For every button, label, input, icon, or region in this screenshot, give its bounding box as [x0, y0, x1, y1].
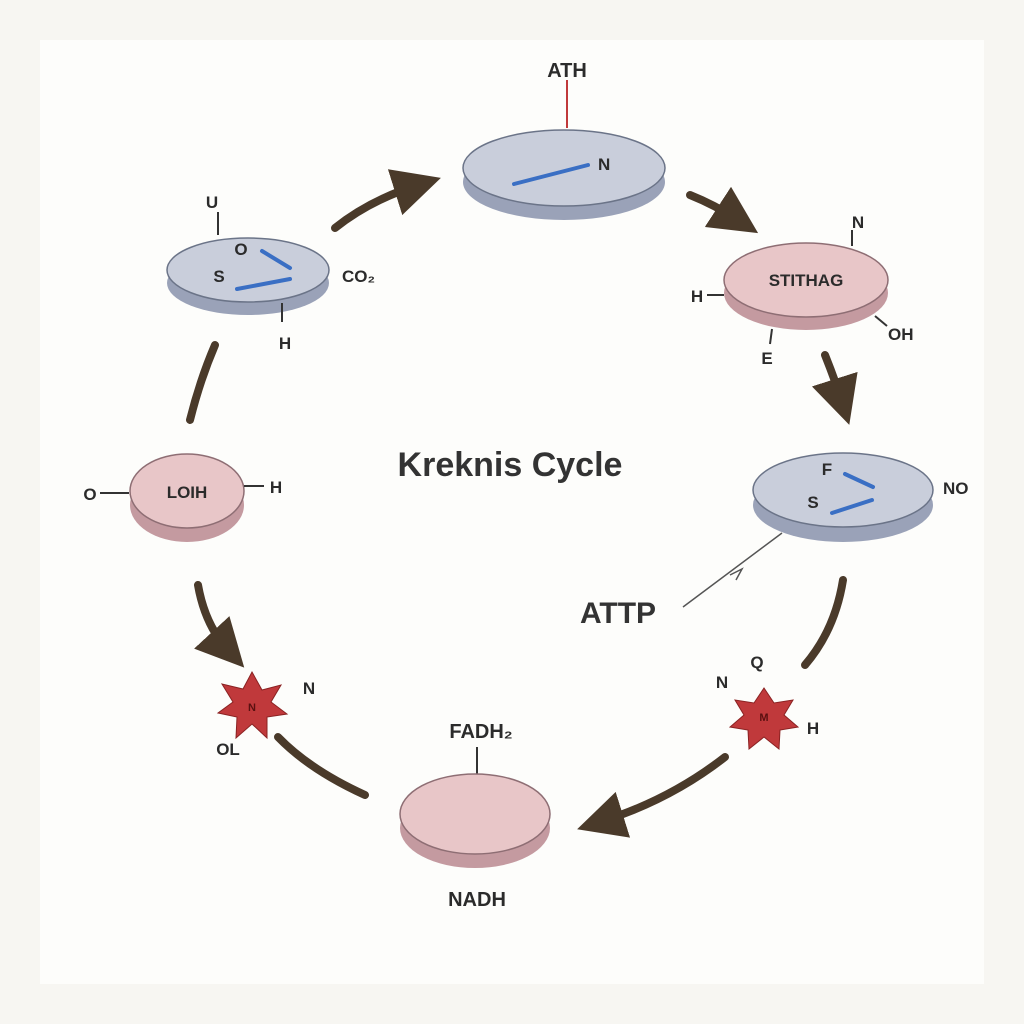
- upper-left-bottom-label: H: [279, 334, 291, 353]
- attp-label: ATTP: [580, 597, 656, 630]
- arrow-left-to-starleft: [194, 581, 245, 668]
- upper-right-right-label: OH: [888, 325, 914, 344]
- attp-annotation: ATTP: [580, 532, 783, 630]
- upper-left-right-label: CO₂: [342, 267, 375, 286]
- diagram-title: Kreknis Cycle: [398, 446, 623, 484]
- star-left: N N OL: [216, 670, 315, 759]
- star-right-top-label: Q: [750, 653, 763, 672]
- upper-left-inner-o: O: [234, 240, 247, 259]
- star-right-shape: [728, 687, 800, 750]
- node-right: F S NO: [752, 452, 969, 542]
- node-upper-left: U O S CO₂ H: [166, 193, 375, 353]
- left-left-label: O: [83, 485, 96, 504]
- upper-right-bottom-label: E: [761, 349, 772, 368]
- upper-right-inner-label: STITHAG: [769, 271, 844, 290]
- arrow-upperleft-to-top: [331, 169, 441, 232]
- node-left: O LOIH H: [83, 453, 282, 542]
- star-left-right-label: N: [303, 679, 315, 698]
- arrow-upperleft-to-left: [186, 341, 219, 424]
- star-left-bottom-label: OL: [216, 740, 240, 759]
- upper-right-top-label: N: [852, 213, 864, 232]
- top-label: ATH: [547, 60, 587, 82]
- right-right-label: NO: [943, 479, 969, 498]
- arrow-upperright-to-right: [811, 351, 858, 425]
- arrow-starright-to-bottom: [577, 753, 729, 838]
- upper-left-top-label: U: [206, 193, 218, 212]
- star-right: M Q N H: [716, 653, 819, 750]
- right-inner-f: F: [822, 460, 832, 479]
- star-left-shape: [216, 670, 289, 740]
- left-inner-label: LOIH: [167, 483, 208, 502]
- bottom-top-label: FADH₂: [449, 721, 512, 743]
- star-left-inner: N: [248, 702, 256, 714]
- star-right-inner: M: [759, 712, 768, 724]
- arrow-top-to-upperright: [686, 186, 759, 234]
- left-right-label: H: [270, 478, 282, 497]
- node-upper-right: N STITHAG H OH E: [691, 213, 914, 368]
- star-right-right-label: H: [807, 719, 819, 738]
- star-right-left-label: N: [716, 673, 728, 692]
- arrow-bottom-to-starleft: [274, 733, 369, 799]
- top-inner-label: N: [598, 155, 610, 174]
- arrow-right-to-starright: [801, 576, 847, 669]
- right-inner-s: S: [807, 493, 818, 512]
- bottom-below-label: NADH: [448, 889, 506, 911]
- upper-right-left-label: H: [691, 287, 703, 306]
- upper-left-inner-s: S: [213, 267, 224, 286]
- node-bottom: FADH₂ NADH: [399, 721, 551, 911]
- node-top: ATH N: [462, 60, 666, 220]
